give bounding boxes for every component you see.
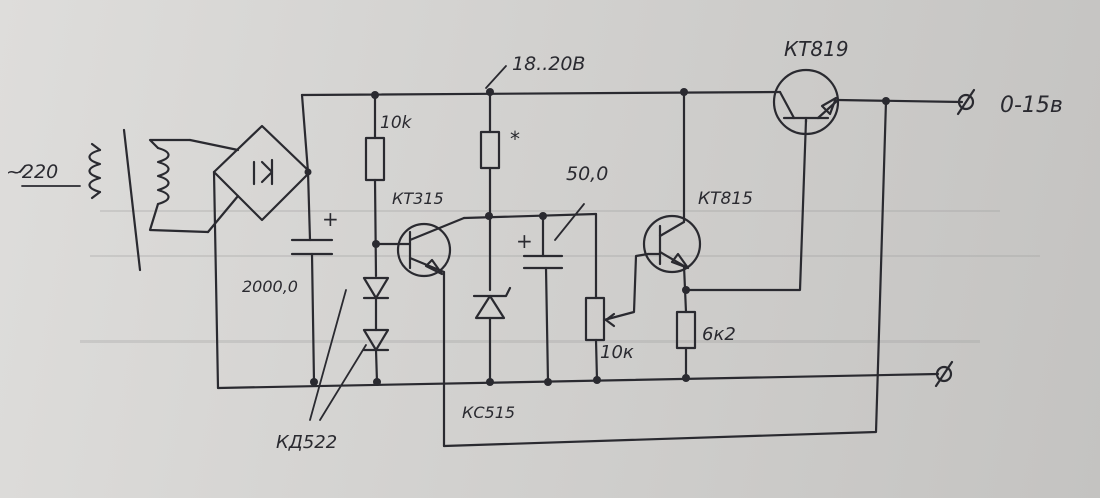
zener-label: КС515 bbox=[462, 403, 515, 422]
junction-dot bbox=[371, 91, 379, 99]
ground-rail bbox=[216, 372, 940, 390]
transistor-q1 bbox=[374, 216, 466, 448]
resistor-r1-label: 10k bbox=[380, 113, 413, 133]
q2-emitter-to-q3-base bbox=[684, 118, 808, 292]
feedback-loop bbox=[442, 99, 888, 448]
output-voltage-label: 0-15в bbox=[1000, 93, 1063, 118]
transistor-q3-label: КТ819 bbox=[784, 37, 849, 61]
transistor-q2-label: КТ815 bbox=[698, 189, 753, 209]
paper-bleed-through bbox=[80, 210, 1040, 343]
capacitor-c2-plus: + bbox=[516, 229, 533, 253]
potentiometer bbox=[584, 212, 650, 382]
transformer bbox=[88, 128, 210, 272]
diode-d1 bbox=[362, 276, 390, 332]
junction-dot bbox=[882, 97, 890, 105]
output-terminal-positive[interactable] bbox=[956, 88, 976, 116]
junction-dot bbox=[539, 212, 547, 220]
positive-rail bbox=[300, 90, 782, 97]
capacitor-c1 bbox=[290, 170, 334, 384]
output-rail bbox=[836, 98, 964, 104]
diodes-label: КД522 bbox=[276, 432, 337, 453]
transistor-q1-label: КТ315 bbox=[392, 189, 444, 208]
junction-dot bbox=[373, 378, 381, 386]
junction-dot bbox=[486, 88, 494, 96]
capacitor-c2-label: 50,0 bbox=[566, 163, 608, 185]
zener-diode bbox=[472, 286, 512, 384]
diode-bridge bbox=[188, 124, 312, 390]
resistor-r3 bbox=[675, 310, 697, 380]
junction-dot bbox=[485, 212, 493, 220]
junction-dot bbox=[593, 376, 601, 384]
resistor-r3-label: 6к2 bbox=[702, 324, 736, 345]
diode-d2 bbox=[362, 328, 390, 384]
supply-voltage-label: 18..20В bbox=[512, 53, 585, 75]
output-terminal-negative[interactable] bbox=[934, 360, 954, 388]
bridge-positive-lead bbox=[300, 93, 310, 174]
mains-label: ~220 bbox=[6, 161, 58, 183]
transistor-q3 bbox=[772, 68, 840, 136]
reference-node bbox=[462, 212, 598, 220]
potentiometer-label: 10к bbox=[600, 342, 634, 363]
resistor-r2-label: * bbox=[510, 127, 520, 151]
capacitor-c2 bbox=[522, 203, 585, 384]
resistor-r1 bbox=[364, 93, 386, 278]
junction-dot bbox=[310, 378, 318, 386]
mains-tilde-mark bbox=[19, 165, 26, 173]
supply-pointer bbox=[485, 65, 507, 89]
junction-dot bbox=[682, 374, 690, 382]
junction-dot bbox=[486, 378, 494, 386]
junction-dot bbox=[680, 88, 688, 96]
resistor-r2 bbox=[479, 90, 501, 292]
capacitor-c1-label: 2000,0 bbox=[242, 277, 298, 296]
transistor-q2 bbox=[642, 90, 702, 314]
diodes-pointer bbox=[309, 289, 367, 421]
capacitor-c1-plus: + bbox=[322, 207, 339, 231]
junction-dot bbox=[544, 378, 552, 386]
